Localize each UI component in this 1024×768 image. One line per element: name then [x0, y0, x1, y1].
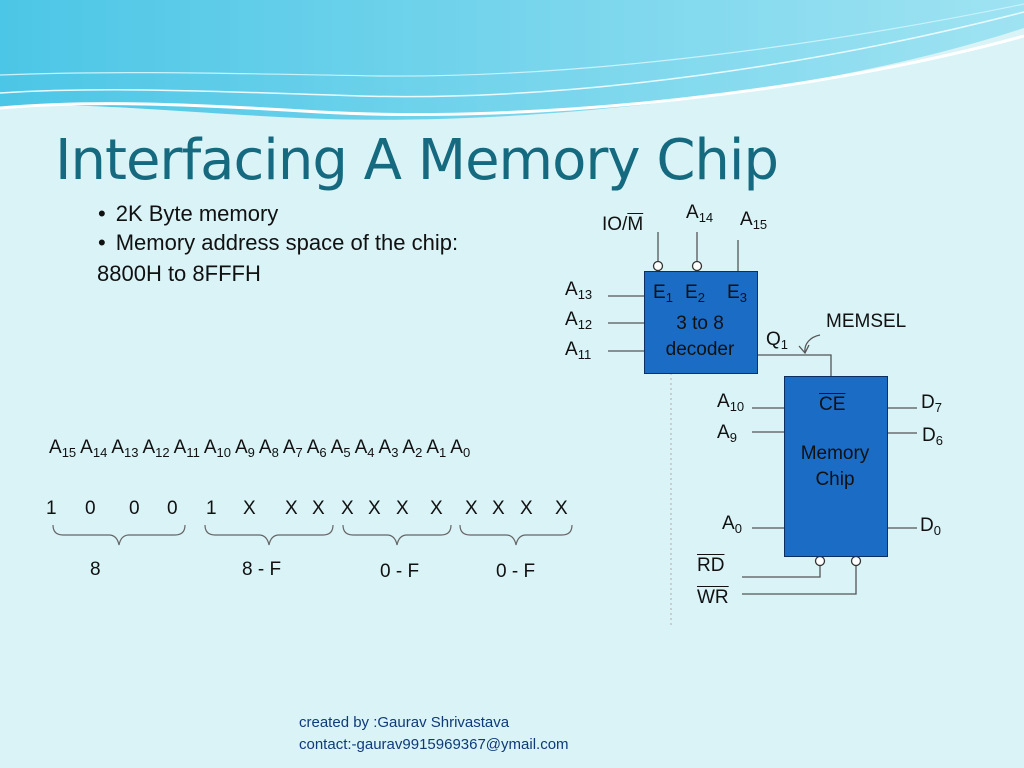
slide-title: Interfacing A Memory Chip — [55, 128, 779, 193]
address-line-label: A6 — [306, 437, 327, 460]
address-line-label: A11 — [173, 437, 200, 460]
pin-rd: RD — [697, 555, 725, 576]
pin-a13: A13 — [565, 279, 593, 302]
pin-d6: D6 — [922, 425, 943, 448]
address-bit: X — [555, 498, 568, 519]
address-bit: 0 — [167, 498, 178, 519]
address-bit: X — [285, 498, 298, 519]
address-line-label: A9 — [234, 437, 255, 460]
address-line-label: A4 — [354, 437, 375, 460]
address-line-label: A14 — [80, 437, 108, 460]
group-label: 8 — [90, 559, 101, 580]
decoder-label: 3 to 8 decoder — [665, 313, 735, 360]
pin-a14: A14 — [686, 202, 714, 225]
address-bit: X — [396, 498, 409, 519]
bullet-list: 2K Byte memory Memory address space of t… — [98, 199, 458, 257]
address-bit: X — [492, 498, 505, 519]
group-label: 0 - F — [496, 561, 536, 582]
pin-a12: A12 — [565, 309, 593, 332]
address-line-label: A7 — [282, 437, 303, 460]
address-line-label: A10 — [203, 437, 231, 460]
pin-a11: A11 — [565, 339, 592, 362]
address-bit: X — [430, 498, 443, 519]
address-line-label: A1 — [426, 437, 447, 460]
pin-a9: A9 — [717, 422, 737, 445]
brace — [204, 524, 334, 546]
address-line-label: A3 — [378, 437, 399, 460]
pin-io-m: IO/M — [602, 214, 644, 235]
address-bit: 0 — [129, 498, 140, 519]
pin-wr: WR — [697, 587, 729, 608]
memory-chip-block — [784, 376, 888, 557]
footer-contact: contact:-gaurav9915969367@ymail.com — [299, 736, 569, 753]
memsel-label: MEMSEL — [826, 311, 907, 332]
decoder-block — [644, 271, 758, 374]
bullet-item: 2K Byte memory — [98, 199, 458, 228]
decoder-enable-e3: E3 — [727, 282, 747, 305]
bullet-item: Memory address space of the chip: — [98, 228, 458, 257]
memory-chip-label: Memory Chip — [800, 443, 870, 490]
address-bit: X — [520, 498, 533, 519]
pin-a10: A10 — [717, 391, 745, 414]
footer-created-by: created by :Gaurav Shrivastava — [299, 714, 510, 731]
pin-a15: A15 — [740, 209, 768, 232]
address-line-label: A5 — [330, 437, 351, 460]
group-label: 0 - F — [380, 561, 420, 582]
address-line-label: A8 — [258, 437, 279, 460]
address-bit: X — [243, 498, 256, 519]
decoder-enable-e2: E2 — [685, 282, 705, 305]
address-line-label: A13 — [111, 437, 139, 460]
pin-q1: Q1 — [766, 329, 789, 352]
address-line-label: A15 — [49, 437, 77, 460]
group-label: 8 - F — [242, 559, 282, 580]
address-bit: X — [465, 498, 478, 519]
decoder-enable-e1: E1 — [653, 282, 673, 305]
brace — [459, 524, 573, 546]
address-range: 8800H to 8FFFH — [97, 261, 261, 286]
brace — [342, 524, 452, 546]
address-bit: 0 — [85, 498, 96, 519]
brace — [52, 524, 186, 546]
footer-credits: created by :Gaurav Shrivastava contact:-… — [299, 712, 569, 756]
active-low-bubble — [691, 260, 703, 272]
pin-d0: D0 — [920, 515, 941, 538]
address-line-label: A2 — [402, 437, 423, 460]
address-line-label: A12 — [142, 437, 170, 460]
address-bit: 1 — [46, 498, 57, 519]
address-bit: X — [341, 498, 354, 519]
pin-d7: D7 — [921, 392, 942, 415]
address-bit: X — [312, 498, 325, 519]
active-low-bubble — [652, 260, 664, 272]
pin-ce: CE — [819, 394, 846, 415]
address-bit: X — [368, 498, 381, 519]
pin-a0: A0 — [722, 513, 742, 536]
address-line-label: A0 — [450, 437, 471, 460]
address-bit: 1 — [206, 498, 217, 519]
